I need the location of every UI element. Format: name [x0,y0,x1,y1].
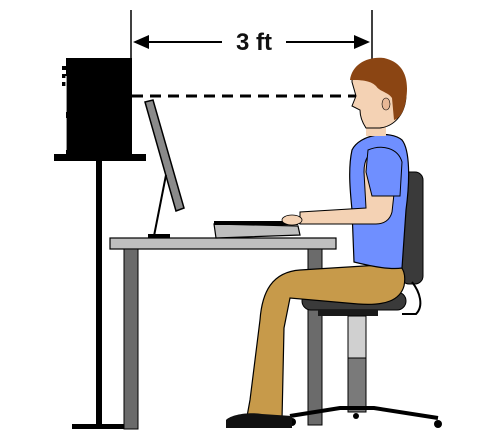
monitor [62,58,132,154]
shoe [226,413,292,428]
desk-monitor [145,100,184,238]
distance-label: 3 ft [236,29,272,56]
desk [110,238,336,429]
